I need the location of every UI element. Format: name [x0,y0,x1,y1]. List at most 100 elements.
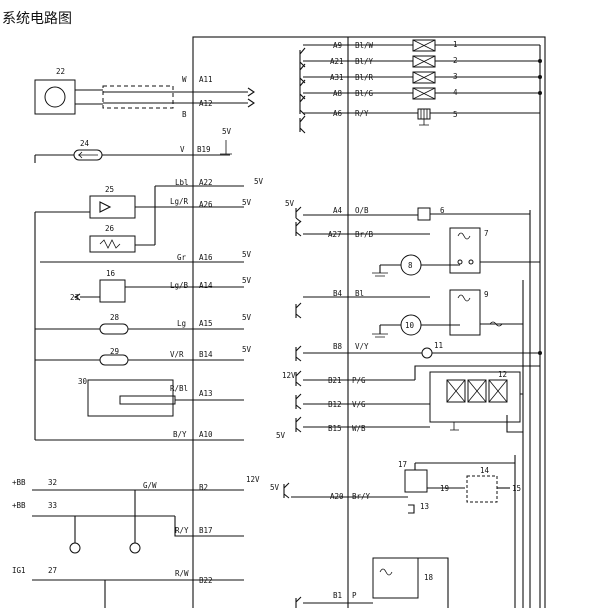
row-1: A9 Bl/W 1 [303,39,540,52]
row-b21-b15: 12V B21 P/G B12 V/G B15 W/B 5V 12 [276,365,540,440]
svg-text:A26: A26 [199,200,213,209]
svg-text:Bl/W: Bl/W [355,41,374,50]
svg-text:A8: A8 [333,89,343,98]
power-32-33: +BB 32 G/W B2 12V +BB 33 R/Y B17 [12,475,260,554]
svg-text:27: 27 [48,566,57,575]
svg-text:V: V [180,145,185,154]
svg-text:B14: B14 [199,350,213,359]
svg-text:22: 22 [56,67,65,76]
svg-text:Br/Y: Br/Y [352,492,371,501]
svg-text:Bl/G: Bl/G [355,89,374,98]
pullups-5v: 5V 5V 5V 5V 5V [242,198,252,354]
sensor-30: 30 R/Bl A13 B/Y A10 [35,377,244,441]
svg-text:Lbl: Lbl [175,178,189,187]
sensor-25-26: 25 Lg/R A26 Lbl A22 5V 26 Gr A16 [34,177,264,440]
svg-text:5V: 5V [222,127,232,136]
svg-text:26: 26 [105,224,115,233]
svg-text:5V: 5V [285,199,295,208]
svg-text:5V: 5V [242,313,252,322]
sensor-28: 28 Lg A15 [35,313,244,335]
svg-text:28: 28 [110,313,120,322]
svg-text:32: 32 [48,478,57,487]
row-a20: 5V A20 Br/Y 17 13 19 14 15 [270,460,521,514]
svg-text:A10: A10 [199,430,213,439]
svg-text:V/G: V/G [352,400,366,409]
svg-text:24: 24 [80,139,90,148]
svg-text:A4: A4 [333,206,343,215]
svg-text:+BB: +BB [12,501,26,510]
svg-text:R/Y: R/Y [175,526,189,535]
svg-text:Lg/R: Lg/R [170,197,189,206]
svg-text:5V: 5V [254,177,264,186]
svg-text:1: 1 [453,40,458,49]
svg-text:A14: A14 [199,281,213,290]
svg-text:4: 4 [453,88,458,97]
svg-text:Lg: Lg [177,319,186,328]
row-b4: B4 Bl 9 10 [295,289,523,338]
svg-text:B1: B1 [333,591,342,600]
svg-text:13: 13 [420,502,429,511]
svg-text:A12: A12 [199,99,213,108]
svg-text:A15: A15 [199,319,213,328]
svg-text:A6: A6 [333,109,343,118]
svg-text:10: 10 [405,321,415,330]
svg-text:A16: A16 [199,253,213,262]
svg-text:Bl: Bl [355,289,364,298]
svg-text:A31: A31 [330,73,344,82]
row-3: A31 Bl/R 3 [303,71,540,84]
svg-text:5V: 5V [242,345,252,354]
svg-text:W/B: W/B [352,424,366,433]
row-4: A8 Bl/G 4 [303,87,540,100]
diagram-title: 系统电路图 [2,11,72,27]
svg-text:5V: 5V [270,483,280,492]
svg-text:18: 18 [424,573,434,582]
row-b8: B8 V/Y 11 [295,341,542,362]
svg-text:17: 17 [398,460,407,469]
svg-text:A13: A13 [199,389,213,398]
svg-text:30: 30 [78,377,88,386]
svg-text:12V: 12V [246,475,260,484]
svg-text:B2: B2 [199,483,208,492]
svg-text:B: B [182,110,187,119]
svg-text:B17: B17 [199,526,213,535]
power-27: IG1 27 R/W B22 [12,566,244,608]
svg-text:16: 16 [106,269,116,278]
svg-text:R/W: R/W [175,569,189,578]
svg-text:Bl/Y: Bl/Y [355,57,374,66]
svg-text:8: 8 [408,261,413,270]
svg-text:R/Y: R/Y [355,109,369,118]
driver-transistors [299,47,306,134]
svg-text:+BB: +BB [12,478,26,487]
sensor-24: 24 V B19 5V [34,127,232,163]
svg-text:7: 7 [484,229,489,238]
svg-text:V/R: V/R [170,350,184,359]
svg-text:5V: 5V [242,250,252,259]
svg-text:A20: A20 [330,492,344,501]
svg-text:R/Bl: R/Bl [170,384,188,393]
svg-text:A11: A11 [199,75,213,84]
svg-text:5V: 5V [242,198,252,207]
svg-text:2: 2 [453,56,458,65]
svg-text:P/G: P/G [352,376,366,385]
svg-text:B15: B15 [328,424,342,433]
sensor-22: 22 W A11 B A12 [34,67,255,119]
svg-text:14: 14 [480,466,490,475]
svg-text:6: 6 [440,206,445,215]
svg-text:Br/B: Br/B [355,230,374,239]
svg-text:5V: 5V [242,276,252,285]
row-b1: 18 B1 P [295,557,449,608]
svg-text:B22: B22 [199,576,213,585]
svg-text:P: P [352,591,357,600]
svg-text:A22: A22 [199,178,213,187]
row-2: A21 Bl/Y 2 [303,55,540,68]
svg-text:15: 15 [512,484,521,493]
row-a4: 5V A4 O/B 6 [285,199,530,223]
svg-text:G/W: G/W [143,481,157,490]
svg-text:B19: B19 [197,145,211,154]
svg-text:B4: B4 [333,289,343,298]
row-5: A6 R/Y 5 [303,108,540,126]
svg-text:A21: A21 [330,57,344,66]
svg-text:3: 3 [453,72,458,81]
svg-text:V/Y: V/Y [355,342,369,351]
